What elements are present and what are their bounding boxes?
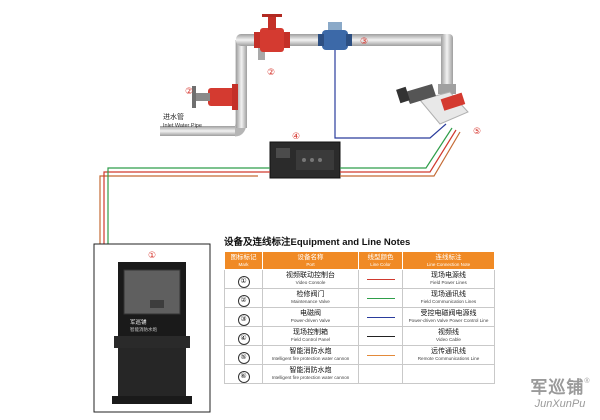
legend-color-cell: [358, 288, 403, 308]
legend-mark-cell: ⑤: [224, 345, 263, 365]
legend-title: 设备及连线标注Equipment and Line Notes: [224, 237, 411, 248]
legend-note-cell: [402, 364, 495, 384]
legend-color-cell: [358, 364, 403, 384]
legend-device-zh: 电磁阀: [300, 310, 321, 317]
legend-mark: ③: [237, 314, 250, 326]
inlet-pipe-label-en: Inlet Water Pipe: [163, 123, 202, 129]
legend-device-en: Maintenance Valve: [291, 299, 330, 304]
legend-mark: ⑤: [237, 352, 250, 364]
maintenance-valve-side-icon: [192, 84, 238, 110]
callout-valve-upper: ②: [267, 67, 275, 77]
legend-color-cell: [358, 269, 403, 289]
console-brand-text: 军巡铺: [130, 318, 147, 326]
legend-line-swatch: [366, 297, 395, 299]
legend-mark-cell: ②: [224, 288, 263, 308]
legend-mark: ②: [237, 295, 250, 307]
legend-line-swatch: [366, 278, 395, 280]
solenoid-valve-icon: [318, 22, 352, 50]
legend-mark: ①: [237, 276, 250, 288]
legend-mark-cell: ⑥: [224, 364, 263, 384]
callout-control-box: ④: [292, 131, 300, 141]
legend-note-zh: 受控电磁阀电源线: [420, 310, 477, 317]
brand-name-en: JunXunPu: [534, 398, 586, 410]
legend-device-zh: 智能消防水炮: [289, 367, 332, 374]
legend-mark-cell: ①: [224, 269, 263, 289]
legend-device-en: Field Control Panel: [290, 337, 331, 342]
brand-name-zh: 军巡铺: [530, 378, 585, 397]
legend-device-zh: 现场控制箱: [293, 329, 328, 336]
field-control-box-icon: [269, 141, 341, 179]
callout-solenoid: ③: [360, 36, 368, 46]
legend-mark-cell: ③: [224, 307, 263, 327]
legend-mark: ④: [237, 333, 250, 345]
legend-note-en: Field Power Lines: [430, 280, 467, 285]
callout-cannon: ⑤: [473, 126, 481, 136]
water-cannon-icon: [396, 84, 469, 125]
legend-line-swatch: [366, 335, 395, 337]
video-console-icon: 军巡铺 智能消防水炮: [93, 243, 211, 413]
legend-device-zh: 智能消防水炮: [289, 348, 332, 355]
legend-line-swatch: [366, 354, 395, 356]
brand-registered-mark: ®: [584, 378, 590, 385]
brand-logo: 军巡铺® JunXunPu: [520, 378, 600, 411]
legend-note-en: Field Communication Lines: [420, 299, 477, 304]
legend-note-zh: 现场电源线: [431, 272, 466, 279]
legend-note-en: Remote Communications Line: [417, 356, 480, 361]
callout-console: ①: [148, 250, 156, 260]
wiring: [99, 50, 461, 246]
legend-device-zh: 视频联动控制台: [286, 272, 335, 279]
legend-line-swatch: [367, 374, 395, 375]
maintenance-valve-upper-icon: [254, 14, 290, 52]
legend-note-zh: 远传通讯线: [431, 348, 466, 355]
inlet-pipe-label-zh: 进水管: [163, 112, 184, 121]
legend-note-zh: 视频线: [438, 329, 459, 336]
legend-device-en: Video Console: [295, 280, 326, 285]
legend-device-en: Intelligent fire protection water cannon: [271, 356, 350, 361]
legend-mark-cell: ④: [224, 326, 263, 346]
pipe-network: [160, 34, 453, 137]
callout-valve-side: ②: [185, 86, 193, 96]
legend-color-cell: [358, 307, 403, 327]
console-screen-text: 智能消防水炮: [130, 326, 157, 333]
legend-device-zh: 检修阀门: [296, 291, 325, 298]
legend-color-cell: [358, 345, 403, 365]
legend-note-zh: 现场通讯线: [431, 291, 466, 298]
legend-line-swatch: [366, 316, 395, 318]
legend-device-en: Intelligent fire protection water cannon: [271, 375, 350, 380]
legend-color-cell: [358, 326, 403, 346]
legend-note-en: Power-driven Valve Power Control Line: [408, 318, 489, 323]
legend-mark: ⑥: [237, 371, 250, 383]
legend-device-en: Power-driven Valve: [290, 318, 331, 323]
legend-note-en: Video Cable: [436, 337, 461, 342]
